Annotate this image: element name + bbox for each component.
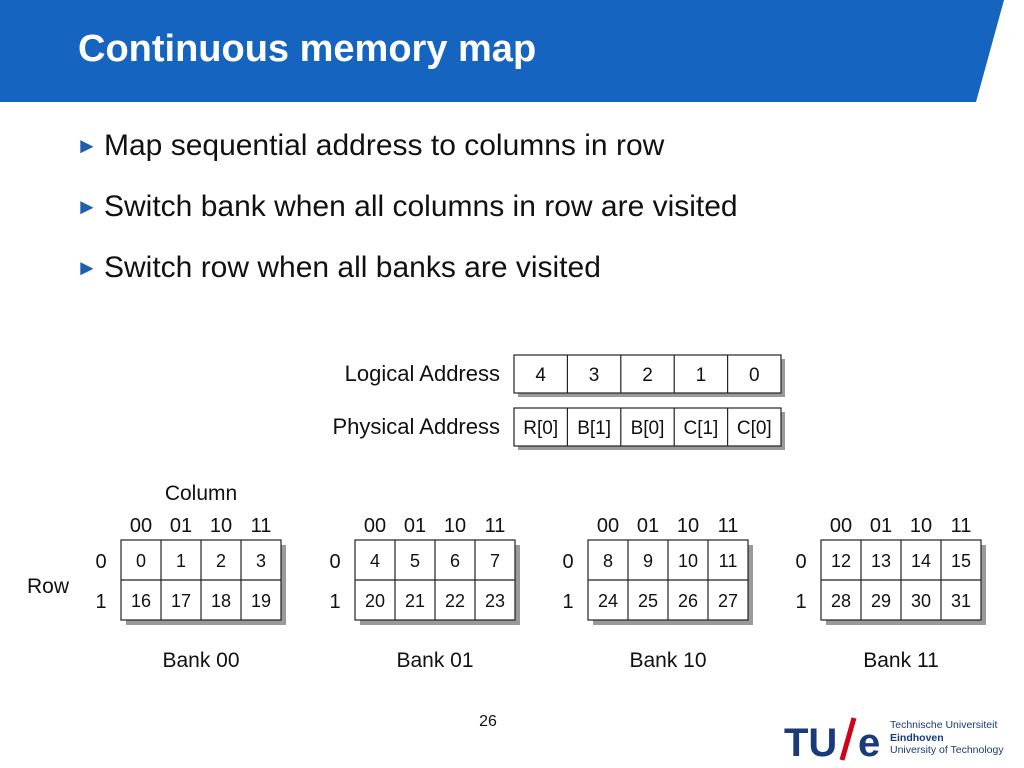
row-id: 0	[795, 551, 806, 573]
bank-cell: 0	[136, 551, 146, 571]
triangle-right-icon: ►	[76, 194, 98, 219]
bank-cell: 13	[871, 551, 891, 571]
bank-cell: 11	[719, 551, 738, 571]
slide-header: Continuous memory map	[0, 0, 1024, 102]
bullet-item: ► Map sequential address to columns in r…	[76, 128, 738, 189]
bank-cell: 12	[831, 551, 851, 571]
physical-address-label: Physical Address	[332, 414, 500, 439]
physical-address-bit: C[0]	[737, 418, 772, 439]
page-number: 26	[479, 713, 497, 730]
bank-cell: 3	[256, 551, 266, 571]
bank-cell: 10	[678, 551, 698, 571]
logo-line: Eindhoven	[890, 731, 944, 744]
triangle-right-icon: ►	[76, 133, 98, 158]
bank-cell: 19	[251, 591, 271, 611]
logical-address-bit: 3	[589, 365, 600, 386]
tue-logo: TU e	[784, 717, 880, 762]
bank-cell: 5	[410, 551, 420, 571]
bank-cell: 15	[951, 551, 971, 571]
row-id: 1	[795, 591, 806, 613]
physical-address-bit: C[1]	[683, 418, 718, 439]
row-id: 1	[562, 591, 573, 613]
column-id: 01	[170, 515, 192, 537]
logo-text: Technische Universiteit Eindhoven Univer…	[890, 719, 1004, 757]
column-id: 11	[951, 515, 972, 537]
logo-mark-e: e	[858, 721, 880, 762]
bank-name: Bank 00	[162, 649, 239, 672]
column-id: 00	[597, 515, 619, 537]
bank-cell: 8	[603, 551, 613, 571]
bank-cell: 31	[951, 591, 971, 611]
logical-address-bit: 4	[535, 365, 546, 386]
bank-cell: 26	[678, 591, 698, 611]
bank-cell: 27	[718, 591, 738, 611]
column-id: 01	[404, 515, 426, 537]
row-id: 0	[562, 551, 573, 573]
column-axis-label: Column	[165, 482, 237, 505]
bank-cell: 17	[171, 591, 191, 611]
column-id: 00	[130, 515, 152, 537]
logical-address-bit: 1	[696, 365, 707, 386]
bank-cell: 24	[598, 591, 618, 611]
row-id: 0	[329, 551, 340, 573]
bank-name: Bank 11	[863, 649, 939, 672]
header-banner	[0, 0, 1004, 102]
bank-cell: 23	[485, 591, 505, 611]
bullet-item: ► Switch row when all banks are visited	[76, 250, 738, 311]
logical-address-bit: 2	[642, 365, 653, 386]
logo-line: Technische Universiteit	[890, 719, 998, 731]
bank-cell: 25	[638, 591, 658, 611]
column-id: 00	[830, 515, 852, 537]
column-id: 01	[870, 515, 892, 537]
bank-cell: 2	[216, 551, 226, 571]
bullet-text: Switch row when all banks are visited	[104, 251, 601, 284]
bank-cell: 18	[211, 591, 231, 611]
column-id: 10	[910, 515, 932, 537]
column-id: 00	[364, 515, 386, 537]
slide-title: Continuous memory map	[78, 28, 537, 70]
bank-cell: 7	[490, 551, 500, 571]
row-id: 1	[329, 591, 340, 613]
column-id: 10	[210, 515, 232, 537]
bank-name: Bank 10	[629, 649, 706, 672]
bank-cell: 1	[176, 551, 186, 571]
row-id: 1	[95, 591, 106, 613]
column-id: 11	[718, 515, 739, 537]
row-id: 0	[95, 551, 106, 573]
column-id: 10	[677, 515, 699, 537]
bank-cell: 30	[911, 591, 931, 611]
bank-cell: 6	[450, 551, 460, 571]
bank-cell: 22	[445, 591, 465, 611]
logical-address-box	[513, 354, 782, 394]
bullet-text: Map sequential address to columns in row	[104, 129, 665, 162]
bank-cell: 4	[370, 551, 380, 571]
bank-name: Bank 01	[396, 649, 473, 672]
logo-mark: TU	[784, 721, 837, 762]
bank-cell: 21	[405, 591, 425, 611]
physical-address-bit: B[1]	[577, 418, 611, 439]
column-id: 11	[251, 515, 272, 537]
physical-address-bit: R[0]	[523, 418, 558, 439]
bullet-text: Switch bank when all columns in row are …	[104, 190, 738, 223]
logical-address-bit: 0	[749, 365, 760, 386]
bank-cell: 29	[871, 591, 891, 611]
bank-cell: 16	[131, 591, 151, 611]
bullet-item: ► Switch bank when all columns in row ar…	[76, 189, 738, 250]
bullet-list: ► Map sequential address to columns in r…	[76, 128, 738, 311]
physical-address-bit: B[0]	[631, 418, 665, 439]
bank-cell: 28	[831, 591, 851, 611]
bank-cell: 20	[365, 591, 385, 611]
physical-address-box	[513, 407, 782, 447]
logo-line: University of Technology	[890, 744, 1004, 756]
logo-slash	[839, 717, 857, 761]
bank-cell: 9	[643, 551, 653, 571]
column-id: 10	[444, 515, 466, 537]
triangle-right-icon: ►	[76, 255, 98, 280]
column-id: 01	[637, 515, 659, 537]
row-axis-label: Row	[27, 575, 70, 598]
bank-cell: 14	[911, 551, 931, 571]
logical-address-label: Logical Address	[345, 361, 500, 386]
column-id: 11	[485, 515, 506, 537]
